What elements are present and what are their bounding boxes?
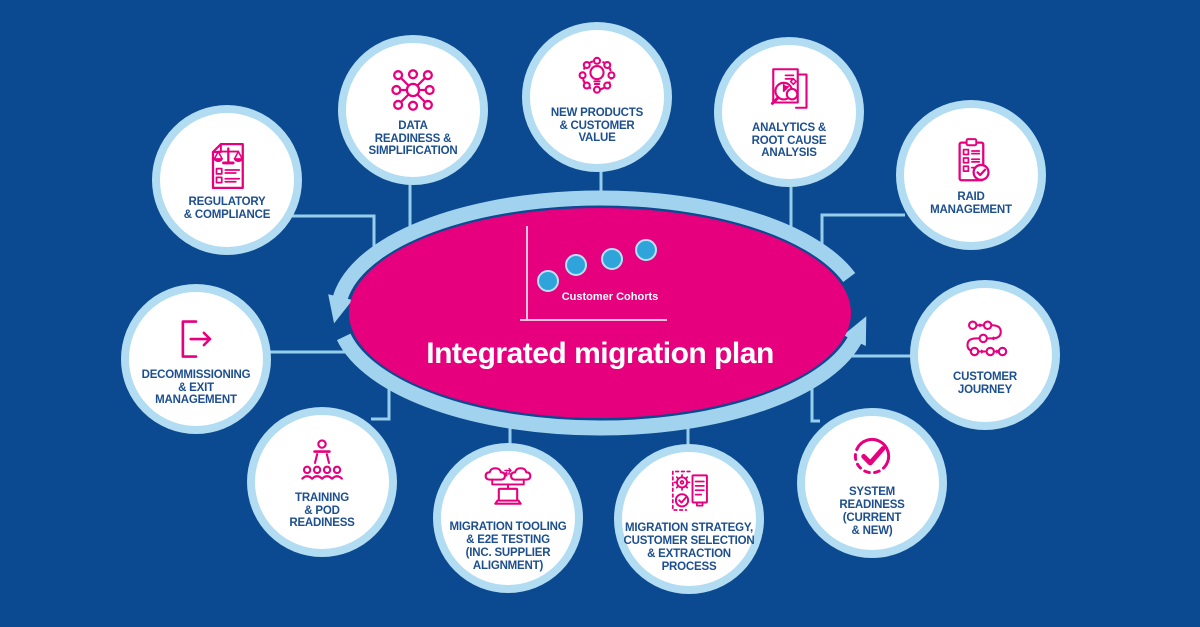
customer-cohorts-chart	[520, 226, 667, 321]
chart-label: Customer Cohorts	[561, 291, 659, 303]
node-decommissioning: DECOMMISSIONING & EXIT MANAGEMENT	[121, 284, 271, 434]
node-label: MIGRATION STRATEGY, CUSTOMER SELECTION &…	[623, 522, 755, 573]
node-raid-management: RAID MANAGEMENT	[896, 100, 1046, 250]
node-label: NEW PRODUCTS & CUSTOMER VALUE	[550, 106, 644, 145]
node-training-pod: TRAINING & POD READINESS	[247, 407, 397, 557]
check-dashed-circle-icon	[844, 428, 900, 484]
node-label: SYSTEM READINESS (CURRENT & NEW)	[839, 486, 905, 537]
presenter-audience-icon	[294, 434, 350, 490]
cycle-arrow-ring	[328, 190, 867, 436]
node-new-products: NEW PRODUCTS & CUSTOMER VALUE	[522, 22, 672, 172]
node-migration-tooling: MIGRATION TOOLING & E2E TESTING (INC. SU…	[433, 443, 583, 593]
node-label: DECOMMISSIONING & EXIT MANAGEMENT	[141, 368, 251, 407]
node-migration-strategy: MIGRATION STRATEGY, CUSTOMER SELECTION &…	[614, 444, 764, 594]
exit-arrow-icon	[168, 311, 224, 367]
node-data-readiness: DATA READINESS & SIMPLIFICATION	[338, 35, 488, 185]
cohort-dot-1	[537, 270, 559, 292]
node-analytics-root-cause: ANALYTICS & ROOT CAUSE ANALYSIS	[714, 37, 864, 187]
magnifier-report-icon	[761, 64, 817, 120]
lightbulb-ring-icon	[569, 49, 625, 105]
cohort-dot-2	[565, 254, 587, 276]
clipboard-check-icon	[943, 133, 999, 189]
node-label: REGULATORY & COMPLIANCE	[183, 196, 271, 221]
diagram-title: Integrated migration plan	[426, 337, 774, 370]
cycle-arrow-bottom	[336, 316, 867, 436]
node-label: CUSTOMER JOURNEY	[953, 371, 1017, 396]
cloud-sync-laptop-icon	[480, 463, 536, 519]
cohort-dot-4	[635, 239, 657, 261]
node-label: RAID MANAGEMENT	[930, 191, 1012, 216]
node-label: DATA READINESS & SIMPLIFICATION	[368, 119, 458, 158]
connector-lines	[266, 169, 912, 452]
chart-axes	[520, 226, 667, 321]
cohort-dot-3	[601, 248, 623, 270]
connector-raid	[820, 213, 905, 248]
scales-document-icon	[199, 138, 255, 194]
node-regulatory-compliance: REGULATORY & COMPLIANCE	[152, 105, 302, 255]
chart-dots	[537, 239, 657, 292]
journey-path-icon	[957, 313, 1013, 369]
node-label: TRAINING & POD READINESS	[289, 491, 355, 530]
data-network-icon	[385, 62, 441, 118]
node-customer-journey: CUSTOMER JOURNEY	[910, 280, 1060, 430]
node-label: MIGRATION TOOLING & E2E TESTING (INC. SU…	[449, 521, 567, 572]
gear-check-doc-icon	[661, 464, 717, 520]
connector-regulatory	[290, 214, 376, 250]
central-ellipse	[349, 208, 851, 418]
node-label: ANALYTICS & ROOT CAUSE ANALYSIS	[751, 121, 827, 160]
node-system-readiness: SYSTEM READINESS (CURRENT & NEW)	[797, 408, 947, 558]
cycle-arrow-top	[328, 190, 856, 324]
connector-system-readiness	[810, 384, 820, 423]
connector-training	[371, 385, 391, 421]
